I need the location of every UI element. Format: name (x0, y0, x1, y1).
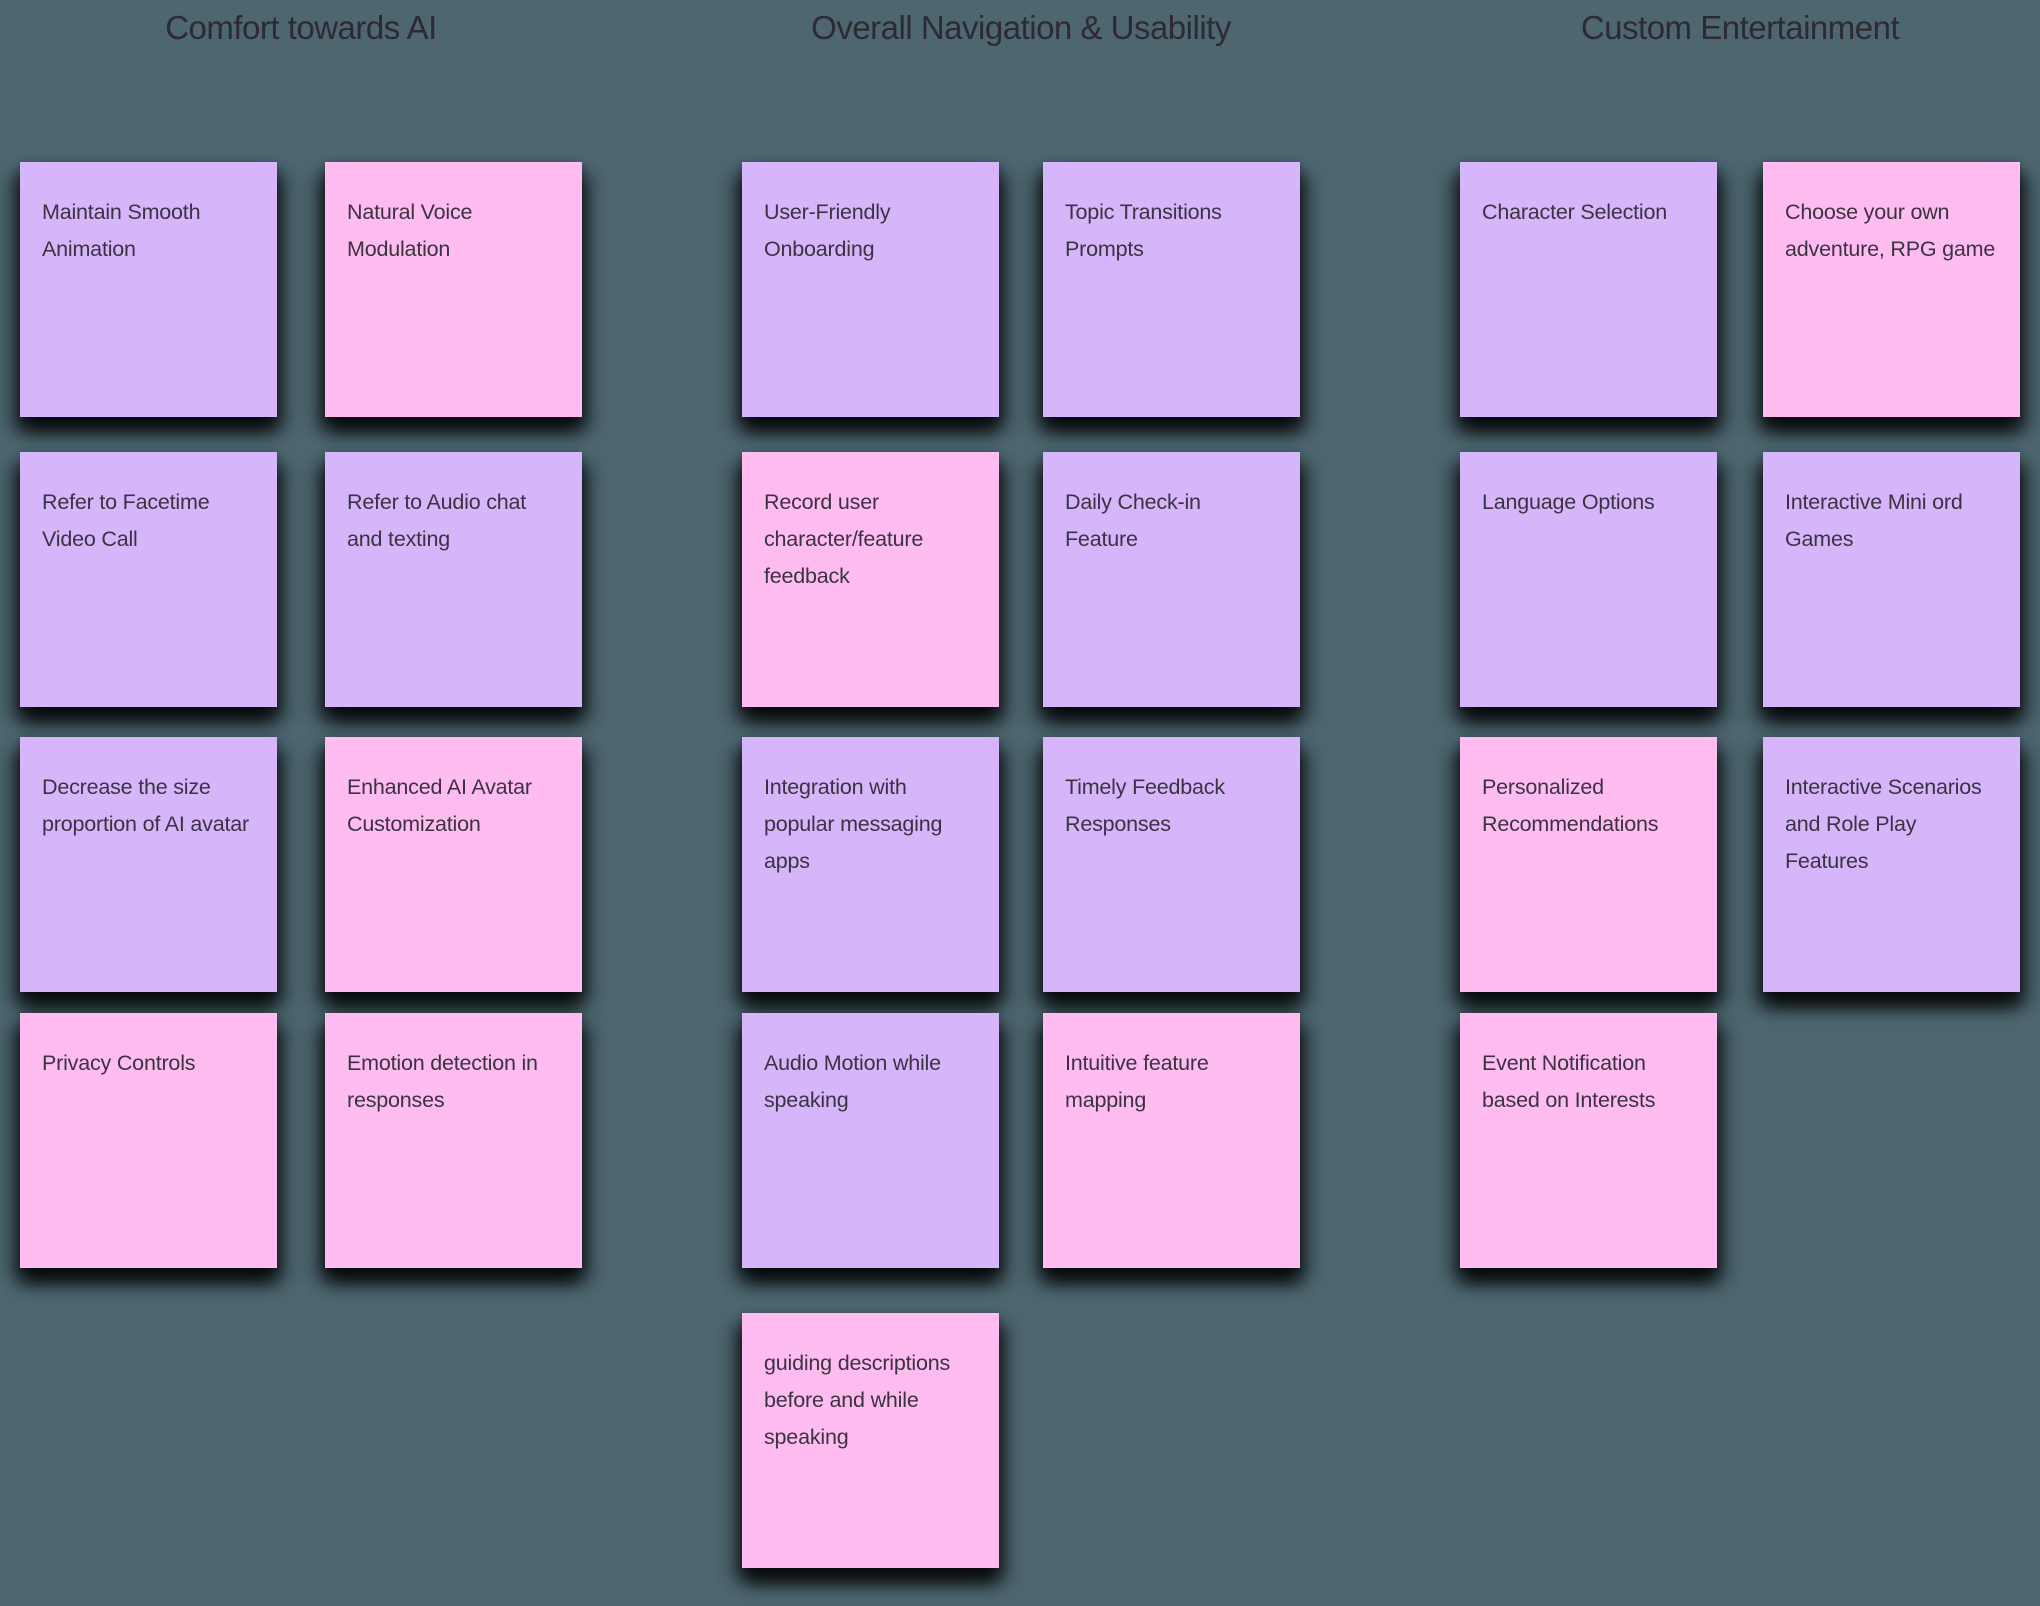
group-title[interactable]: Comfort towards AI (165, 9, 437, 46)
sticky-note[interactable]: Topic Transitions Prompts (1043, 162, 1300, 417)
sticky-note[interactable]: Interactive Scenarios and Role Play Feat… (1763, 737, 2020, 992)
sticky-note[interactable]: Enhanced AI Avatar Customization (325, 737, 582, 992)
sticky-note[interactable]: Maintain Smooth Animation (20, 162, 277, 417)
sticky-note[interactable]: Record user character/feature feedback (742, 452, 999, 707)
sticky-note[interactable]: Personalized Recommendations (1460, 737, 1717, 992)
group-title[interactable]: Custom Entertainment (1580, 9, 1900, 46)
sticky-note[interactable]: User-Friendly Onboarding (742, 162, 999, 417)
sticky-note[interactable]: Decrease the size proportion of AI avata… (20, 737, 277, 992)
sticky-note[interactable]: Daily Check-in Feature (1043, 452, 1300, 707)
sticky-note[interactable]: Audio Motion while speaking (742, 1013, 999, 1268)
sticky-note[interactable]: Interactive Mini ord Games (1763, 452, 2020, 707)
sticky-note[interactable]: Refer to Facetime Video Call (20, 452, 277, 707)
sticky-note[interactable]: guiding descriptions before and while sp… (742, 1313, 999, 1568)
sticky-note[interactable]: Choose your own adventure, RPG game (1763, 162, 2020, 417)
sticky-note[interactable]: Emotion detection in responses (325, 1013, 582, 1268)
sticky-note[interactable]: Refer to Audio chat and texting (325, 452, 582, 707)
sticky-note[interactable]: Event Notification based on Interests (1460, 1013, 1717, 1268)
sticky-note[interactable]: Intuitive feature mapping (1043, 1013, 1300, 1268)
sticky-note[interactable]: Natural Voice Modulation (325, 162, 582, 417)
sticky-note[interactable]: Language Options (1460, 452, 1717, 707)
sticky-note[interactable]: Integration with popular messaging apps (742, 737, 999, 992)
group-title[interactable]: Overall Navigation & Usability (811, 9, 1231, 46)
sticky-note[interactable]: Character Selection (1460, 162, 1717, 417)
sticky-note[interactable]: Timely Feedback Responses (1043, 737, 1300, 992)
sticky-note[interactable]: Privacy Controls (20, 1013, 277, 1268)
